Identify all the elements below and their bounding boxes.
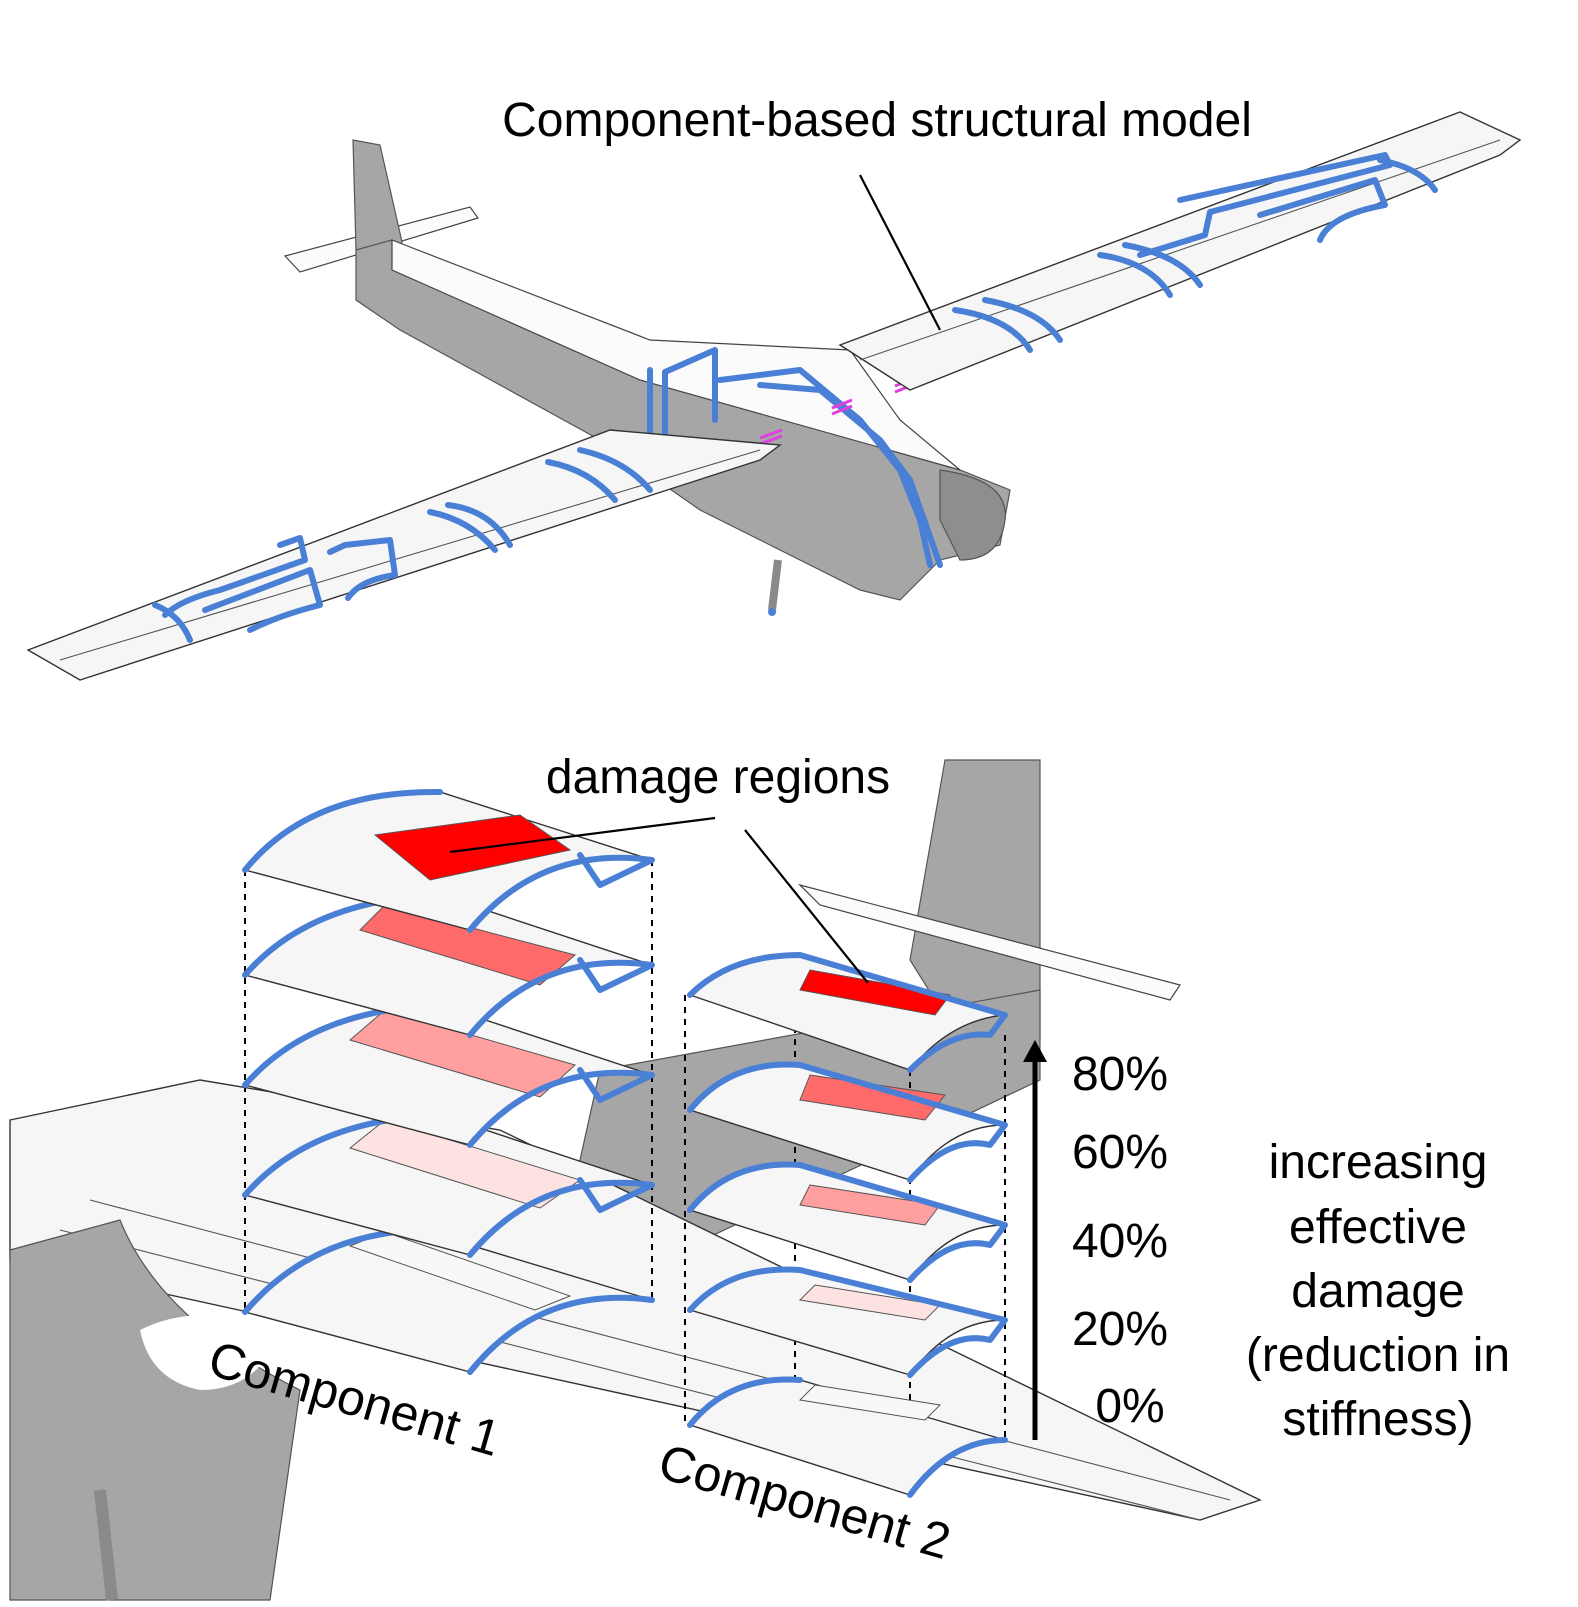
component-2-stack bbox=[684, 952, 1008, 1498]
top-title-leader bbox=[859, 174, 941, 331]
damage-level-labels: 80% 60% 40% 20% 0% bbox=[1072, 1048, 1168, 1433]
component-2-level-40 bbox=[687, 1161, 1008, 1283]
component-1-level-20 bbox=[242, 1112, 655, 1258]
fuselage-frame-fwd bbox=[757, 382, 943, 568]
fuselage-nose bbox=[939, 469, 1006, 561]
increasing-damage-caption: increasing effective damage (reduction i… bbox=[1246, 1136, 1510, 1446]
caption-line-3: damage bbox=[1291, 1265, 1464, 1318]
caption-line-2: effective bbox=[1289, 1201, 1467, 1254]
level-label-60: 60% bbox=[1072, 1126, 1168, 1179]
caption-line-4: (reduction in bbox=[1246, 1329, 1510, 1382]
increasing-damage-arrow bbox=[1023, 1040, 1047, 1440]
component-1-level-40 bbox=[242, 1002, 655, 1148]
level-label-20: 20% bbox=[1072, 1303, 1168, 1356]
component-2-level-0 bbox=[687, 1376, 1008, 1498]
bottom-landing-gear bbox=[94, 1489, 118, 1601]
fuselage-frame-aft bbox=[647, 347, 718, 451]
damage-regions-leader-2 bbox=[744, 829, 869, 984]
component-1-level-60 bbox=[242, 892, 655, 1038]
top-title: Component-based structural model bbox=[502, 94, 1252, 147]
right-wing bbox=[838, 111, 1522, 391]
left-wing bbox=[26, 429, 782, 681]
landing-gear-foot bbox=[768, 608, 776, 616]
component-1-stack bbox=[242, 788, 655, 1375]
level-label-80: 80% bbox=[1072, 1048, 1168, 1101]
bottom-near-fuselage-highlight bbox=[140, 1315, 280, 1390]
landing-gear-strut bbox=[768, 559, 782, 611]
component-2-level-80 bbox=[687, 952, 1008, 1073]
level-label-0: 0% bbox=[1095, 1380, 1164, 1433]
component-2-level-60 bbox=[687, 1061, 1008, 1183]
component-2-level-20 bbox=[687, 1266, 1008, 1378]
damage-regions-label: damage regions bbox=[546, 751, 890, 804]
damage-regions-leader-1 bbox=[449, 816, 716, 854]
right-wing-component-frames bbox=[952, 152, 1438, 353]
aircraft-model-top bbox=[26, 111, 1522, 681]
caption-line-5: stiffness) bbox=[1282, 1393, 1473, 1446]
left-wing-component-frames bbox=[152, 447, 653, 643]
component-1-level-80 bbox=[242, 788, 655, 933]
fuselage-top bbox=[391, 239, 961, 471]
level-label-40: 40% bbox=[1072, 1215, 1168, 1268]
caption-line-1: increasing bbox=[1269, 1136, 1488, 1189]
bottom-horizontal-tail bbox=[798, 883, 1181, 1001]
